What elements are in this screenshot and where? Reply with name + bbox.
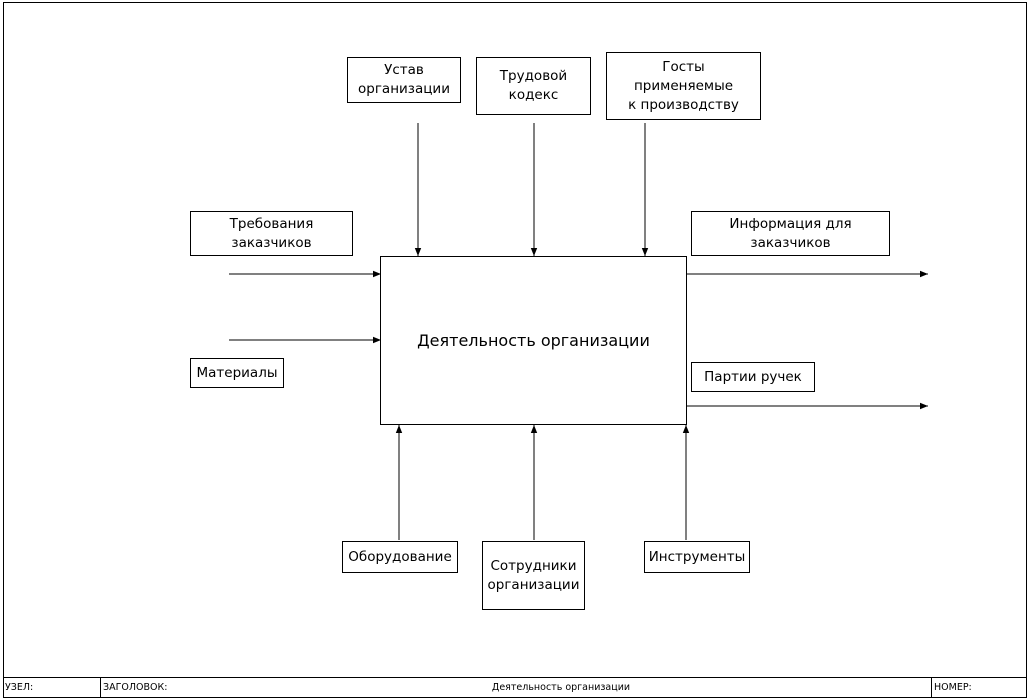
mechanism-box-instrumenty[interactable]: Инструменты xyxy=(644,541,750,573)
diagram-frame xyxy=(3,2,1027,698)
mechanism-box-oborudovanie[interactable]: Оборудование xyxy=(342,541,458,573)
footer-title-value-cell: Деятельность организации xyxy=(191,678,932,698)
footer-node-cell: УЗЕЛ: xyxy=(3,678,101,698)
mechanism-label: Инструменты xyxy=(648,548,746,565)
control-label: Устав организации xyxy=(358,62,450,97)
mechanism-label: Оборудование xyxy=(348,548,452,565)
input-label: Материалы xyxy=(196,364,278,381)
function-label: Деятельность организации xyxy=(417,331,650,350)
control-box-gosty[interactable]: Госты применяемые к производству xyxy=(606,52,761,120)
footer-title-value: Деятельность организации xyxy=(491,682,631,693)
output-label: Информация для заказчиков xyxy=(729,215,852,251)
output-box-informatsiya[interactable]: Информация для заказчиков xyxy=(691,211,890,256)
footer-title-cell: ЗАГОЛОВОК: xyxy=(101,678,191,698)
input-box-materialy[interactable]: Материалы xyxy=(190,358,284,388)
control-box-ustav[interactable]: Устав организации xyxy=(347,57,461,103)
output-label: Партии ручек xyxy=(704,368,802,385)
mechanism-box-sotrudniki[interactable]: Сотрудники организации xyxy=(482,541,585,610)
footer-number-cell: НОМЕР: xyxy=(932,678,1026,698)
footer-title-label: ЗАГОЛОВОК: xyxy=(103,682,168,693)
control-label: Госты применяемые к производству xyxy=(628,58,739,113)
mechanism-label: Сотрудники организации xyxy=(487,557,580,593)
control-label: Трудовой кодекс xyxy=(499,68,568,103)
function-box[interactable]: Деятельность организации xyxy=(380,256,687,425)
input-box-trebovaniya[interactable]: Требования заказчиков xyxy=(190,211,353,256)
diagram-footer: УЗЕЛ: ЗАГОЛОВОК: Деятельность организаци… xyxy=(3,677,1027,698)
control-box-trudovoy[interactable]: Трудовой кодекс xyxy=(476,57,591,115)
footer-number-label: НОМЕР: xyxy=(934,682,972,693)
footer-node-label: УЗЕЛ: xyxy=(5,682,34,693)
output-box-partii[interactable]: Партии ручек xyxy=(691,362,815,392)
input-label: Требования заказчиков xyxy=(229,215,314,251)
